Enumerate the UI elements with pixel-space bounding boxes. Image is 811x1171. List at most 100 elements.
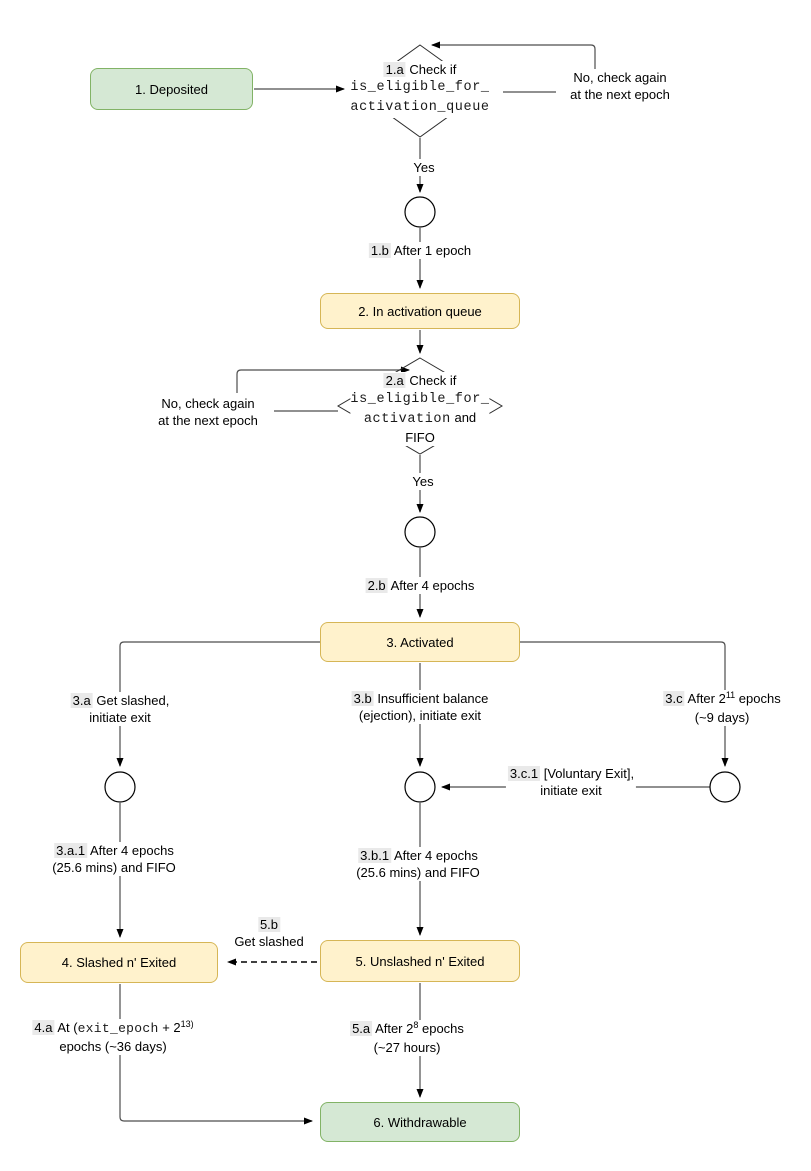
state-unslashed-exited-label: 5. Unslashed n' Exited [355,953,485,969]
connector-circle-1 [404,196,436,228]
exit-epoch-code: exit_epoch [77,1021,159,1036]
label-3c1-line1: 3.c.1 [Voluntary Exit], [507,765,635,782]
after-2-text: After 2 [687,691,726,706]
state-withdrawable-label: 6. Withdrawable [373,1114,467,1130]
decision-2-code2: activation [363,412,451,427]
ejection-initiate-exit-text: (ejection), initiate exit [358,708,482,723]
label-3b-line1: 3.b Insufficient balance [351,690,489,707]
get-slashed-text: Get slashed, [96,693,170,708]
step-chip: 4.a [32,1020,55,1035]
voluntary-exit-text: [Voluntary Exit], [543,766,635,781]
label-3c-line1: 3.c After 211 epochs [663,690,781,709]
connector-circle-slashed [104,771,136,803]
edge-label-yes-mid: Yes [410,473,436,490]
state-in-activation-queue-label: 2. In activation queue [358,303,482,319]
step-chip: 3.a [70,693,93,708]
decision-2-fifo: FIFO [350,429,490,446]
step-chip: 3.c [663,691,685,706]
after-1-epoch: After 1 epoch [393,243,472,258]
label-3a-line1: 3.a Get slashed, [70,692,170,709]
fifo-wait-text: (25.6 mins) and FIFO [356,865,480,880]
edge-label-yes-top: Yes [411,159,437,176]
decision-1-text: 1.a Check if is_eligible_for_ activation… [350,61,490,118]
decision-2-line1: 2.a Check if [350,372,490,390]
state-slashed-exited-label: 4. Slashed n' Exited [61,955,177,970]
exponent-8: 8 [413,1020,419,1030]
state-deposited: 1. Deposited [90,68,253,110]
step-chip: 2.b [365,578,388,593]
edge-label-3a1: 3.a.1 After 4 epochs (25.6 mins) and FIF… [50,842,178,876]
step-chip: 2.a [383,373,406,388]
no-loop-top-line1: No, check again [573,70,667,85]
decision-1-code1: is_eligible_for_ [350,78,490,98]
step-chip: 1.b [368,243,391,258]
state-unslashed-exited: 5. Unslashed n' Exited [320,940,520,982]
get-slashed-late-text: Get slashed [234,934,304,949]
decision-2-text: 2.a Check if is_eligible_for_ activation… [350,372,490,446]
plus-2-text: + 2 [158,1020,181,1035]
decision-1-check-if: Check if [409,62,457,77]
decision-2-and: and [454,410,477,425]
step-chip: 1.a [383,62,406,77]
initiate-exit-text: initiate exit [89,710,151,725]
decision-1-code2: activation_queue [350,98,490,118]
epochs-36-days-text: epochs (~36 days) [59,1039,167,1054]
label-3b1-line1: 3.b.1 After 4 epochs [356,847,480,864]
state-in-activation-queue: 2. In activation queue [320,293,520,329]
connector-circle-exit [404,771,436,803]
step-chip: 3.a.1 [54,843,88,858]
after-4-epochs: After 4 epochs [390,578,475,593]
edge-label-3b: 3.b Insufficient balance (ejection), ini… [349,690,491,724]
step-chip: 5.b [257,917,281,932]
edge-activated-to-slashed-circle [116,641,320,767]
edge-label-5b: 5.b Get slashed [232,916,305,950]
edge-activated-to-voluntary-circle [520,641,729,767]
state-withdrawable: 6. Withdrawable [320,1102,520,1142]
after-2-text: After 2 [375,1021,414,1036]
state-activated: 3. Activated [320,622,520,662]
after-4-epochs-text: After 4 epochs [393,848,478,863]
27-hours-text: (~27 hours) [373,1040,441,1055]
initiate-exit-text: initiate exit [540,783,602,798]
step-chip: 3.c.1 [507,766,541,781]
epochs-text: epochs [418,1021,464,1036]
step-chip: 3.b.1 [358,848,392,863]
edge-no-loop-mid [236,366,410,393]
edge-no-loop-top [431,41,596,70]
edge-label-3a: 3.a Get slashed, initiate exit [68,692,172,726]
at-paren-text: At ( [57,1020,78,1035]
state-slashed-exited: 4. Slashed n' Exited [20,942,218,983]
exponent-11: 11 [725,690,736,700]
edge-label-5a: 5.a After 28 epochs (~27 hours) [348,1020,466,1056]
edge-label-3b1: 3.b.1 After 4 epochs (25.6 mins) and FIF… [354,847,482,881]
insufficient-balance-text: Insufficient balance [377,691,489,706]
edge-label-no-loop-mid: No, check again at the next epoch [156,395,260,429]
edge-slashed-exited-to-withdrawable [119,984,313,1125]
edge-label-3c1: 3.c.1 [Voluntary Exit], initiate exit [505,765,637,799]
no-loop-mid-line1: No, check again [161,396,255,411]
no-loop-mid-line2: at the next epoch [158,413,258,428]
connector-circle-voluntary [709,771,741,803]
connector-circle-2 [404,516,436,548]
label-4a-line1: 4.a At (exit_epoch + 213) [32,1019,194,1038]
edge-label-4a: 4.a At (exit_epoch + 213) epochs (~36 da… [30,1019,196,1055]
state-deposited-label: 1. Deposited [135,81,208,97]
epochs-text: epochs [735,691,781,706]
decision-2-line3: activation and [350,409,490,429]
edge-label-1b: 1.b After 1 epoch [366,242,474,259]
step-chip: 3.b [351,691,374,706]
decision-2-check-if: Check if [409,373,457,388]
no-loop-top-line2: at the next epoch [570,87,670,102]
edge-label-2b: 2.b After 4 epochs [363,577,477,594]
exponent-13: 13) [180,1019,194,1029]
edge-label-3c: 3.c After 211 epochs (~9 days) [661,690,783,726]
label-5a-line1: 5.a After 28 epochs [350,1020,464,1039]
edge-label-no-loop-top: No, check again at the next epoch [568,69,672,103]
label-3a1-line1: 3.a.1 After 4 epochs [52,842,176,859]
after-4-epochs-text: After 4 epochs [89,843,174,858]
state-activated-label: 3. Activated [386,634,454,650]
nine-days-text: (~9 days) [694,710,750,725]
step-chip: 5.a [350,1021,373,1036]
fifo-wait-text: (25.6 mins) and FIFO [52,860,176,875]
